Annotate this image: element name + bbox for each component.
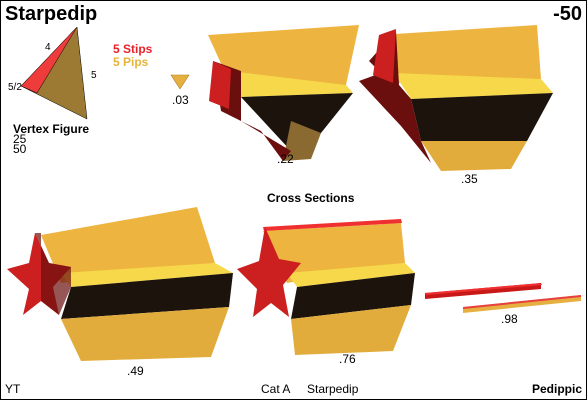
section-98-shape	[425, 283, 581, 313]
section-label-35: .35	[461, 172, 478, 186]
cross-sections-title: Cross Sections	[267, 191, 355, 205]
section-76-shape	[237, 219, 415, 355]
footer-name: Starpedip	[307, 382, 359, 396]
section-label-22: .22	[277, 152, 294, 166]
vertex-figure	[20, 26, 88, 120]
legend-stips: 5 Stips	[113, 42, 153, 56]
polytope-title: Starpedip	[5, 3, 98, 25]
section-label-03: .03	[172, 93, 189, 107]
section-35-shape	[359, 25, 553, 171]
footer-category: Cat A	[261, 382, 291, 396]
vertex-value-1: 25	[13, 132, 27, 146]
vertex-edge-label-5-2: 5/2	[8, 82, 22, 93]
section-label-49: .49	[127, 364, 144, 378]
vertex-edge-label-4: 4	[45, 42, 51, 53]
section-label-98: .98	[501, 312, 518, 326]
footer-family: Pedippic	[531, 382, 582, 396]
polytope-number: -50	[553, 3, 582, 25]
section-label-76: .76	[339, 352, 356, 366]
legend-pips: 5 Pips	[113, 55, 149, 69]
section-03-shape	[170, 74, 190, 90]
vertex-figure-title: Vertex Figure	[13, 122, 90, 136]
section-49-shape	[7, 207, 233, 361]
section-22-shape	[208, 25, 359, 161]
vertex-value-2: 50	[13, 142, 27, 156]
footer-author: YT	[5, 382, 21, 396]
vertex-edge-label-5: 5	[91, 70, 97, 81]
